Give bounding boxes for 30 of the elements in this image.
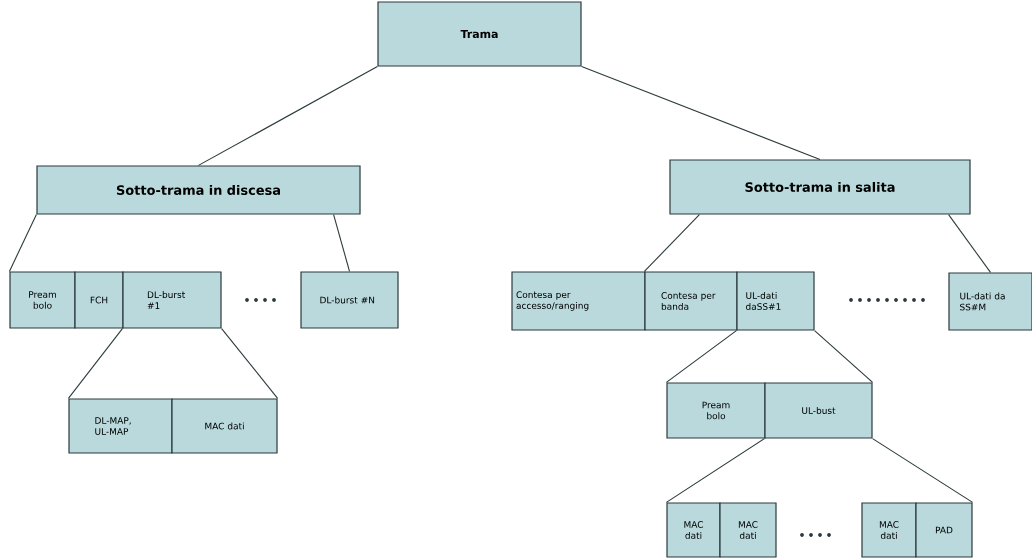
field-cell: MAC dati [666,502,721,558]
connector-line [581,66,821,160]
field-cell: Contesa per accesso/ranging [511,271,646,331]
connector-line [8,214,37,272]
header-box: Trama [377,1,582,67]
field-cell: Pream bolo [9,271,76,329]
field-cell: PAD [915,502,973,558]
connector-line [643,214,700,272]
connector-line [197,66,378,166]
connector-line [221,328,279,399]
field-cell: MAC dati [171,398,278,454]
field-cell: Pream bolo [666,382,766,439]
field-cell: UL-dati daSS#1 [736,271,815,331]
field-cell: FCH [74,271,124,329]
connector-line [665,330,737,383]
connector-line [333,214,351,272]
field-cell: Contesa per banda [644,271,738,331]
connector-line [665,438,765,503]
connector-line [872,438,974,503]
connector-line [814,330,874,383]
field-cell: UL-bust [764,382,873,439]
connector-line [948,214,992,273]
header-box: Sotto-trama in salita [669,159,971,215]
field-cell: MAC dati [861,502,917,558]
header-box: Sotto-trama in discesa [36,165,361,215]
field-cell: MAC dati [719,502,777,558]
field-cell: UL-dati da SS#M [948,272,1032,331]
connector-line [67,328,123,399]
field-cell: DL-MAP, UL-MAP [68,398,173,454]
field-cell: DL-burst #N [300,271,399,329]
